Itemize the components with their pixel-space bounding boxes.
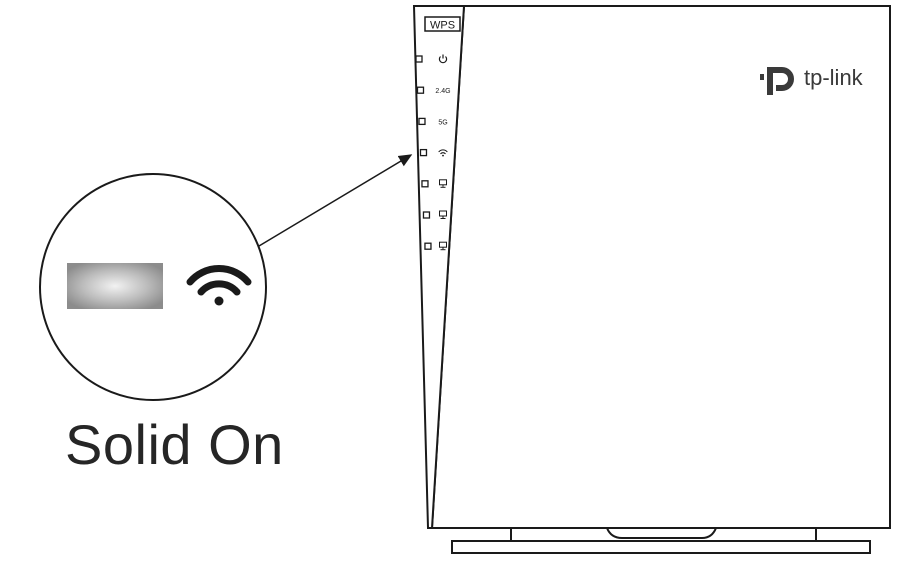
led-light [419,148,428,157]
wifi-icon [186,265,252,306]
monitor-icon [439,179,447,188]
led-label: 5G [438,119,447,126]
stand-top-plate [510,527,817,542]
led-5g: 5G [418,117,448,126]
led-ethernet-2 [422,210,447,219]
tp-link-logo-icon [760,67,794,95]
led-light [424,242,432,250]
power-icon [438,54,448,64]
led-indicator-column: 2.4G 5G [415,54,451,251]
wifi-icon [438,149,448,157]
wps-label: WPS [430,20,455,32]
stand-bottom-plate [451,540,871,554]
callout [39,173,267,401]
led-2.4g: 2.4G [416,86,451,95]
router-stand [451,527,871,554]
led-light [421,180,429,188]
router-body [412,5,891,529]
brand-logo: tp-link [760,65,864,95]
led-ethernet-1 [421,179,447,188]
led-power [415,54,448,64]
monitor-icon [439,210,447,219]
led-wireless [419,148,448,157]
led-light [422,211,431,219]
router-side-panel [412,5,466,529]
led-ethernet-3 [424,241,447,251]
led-glow [67,263,163,309]
led-light [416,86,425,94]
led-light [418,117,426,126]
stand-notch [606,527,717,539]
callout-arrow [258,154,413,247]
brand-wordmark: tp-link [804,65,864,90]
led-light [415,55,423,63]
led-state-caption: Solid On [65,413,284,476]
led-label: 2.4G [435,88,450,95]
wps-button: WPS [424,16,461,32]
monitor-icon [439,241,447,251]
